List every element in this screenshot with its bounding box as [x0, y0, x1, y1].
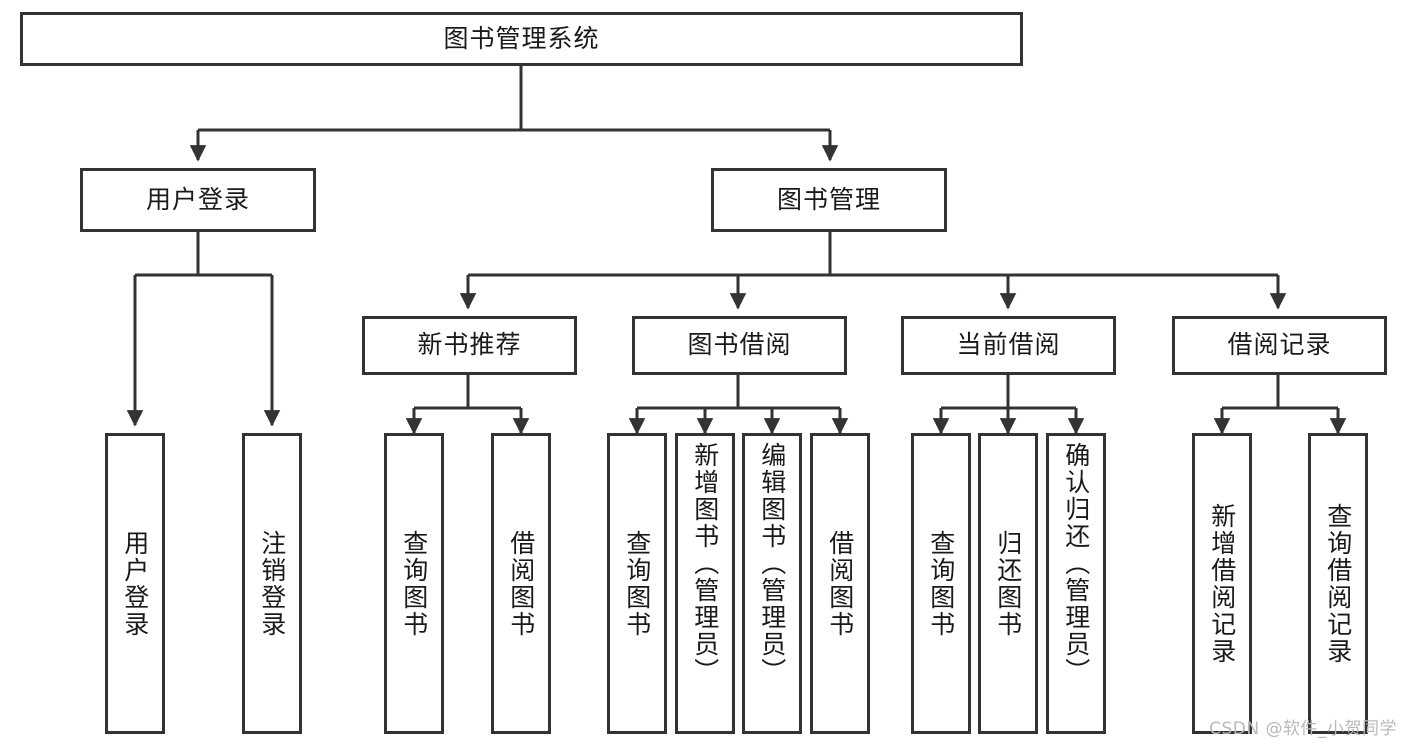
node-new-book-recommend[interactable]: 新书推荐: [362, 316, 577, 375]
leaf-user-login-logout-label: 注销登录: [257, 529, 287, 638]
leaf-record-query-record[interactable]: 查询借阅记录: [1308, 433, 1368, 734]
node-root-label: 图书管理系统: [443, 23, 600, 53]
leaf-user-login-login-label: 用户登录: [120, 529, 150, 638]
node-root-system[interactable]: 图书管理系统: [20, 12, 1023, 66]
node-new-book-recommend-label: 新书推荐: [417, 330, 522, 360]
leaf-recommend-query-book-label: 查询图书: [399, 529, 429, 638]
leaf-recommend-borrow-book[interactable]: 借阅图书: [491, 433, 551, 734]
leaf-borrow-edit-book-admin[interactable]: 编辑图书（管理员）: [742, 433, 802, 734]
node-current-borrow[interactable]: 当前借阅: [901, 316, 1116, 375]
leaf-current-confirm-return-admin[interactable]: 确认归还（管理员）: [1046, 433, 1106, 734]
node-book-borrow-label: 图书借阅: [687, 330, 792, 360]
leaf-recommend-query-book[interactable]: 查询图书: [384, 433, 444, 734]
leaf-borrow-query-book[interactable]: 查询图书: [607, 433, 667, 734]
leaf-record-add-record-label: 新增借阅记录: [1207, 502, 1237, 665]
node-book-borrow[interactable]: 图书借阅: [632, 316, 847, 375]
leaf-borrow-borrow-book[interactable]: 借阅图书: [810, 433, 870, 734]
leaf-user-login-logout[interactable]: 注销登录: [242, 433, 302, 734]
leaf-borrow-edit-book-admin-label: 编辑图书（管理员）: [757, 442, 787, 685]
leaf-current-confirm-return-admin-label: 确认归还（管理员）: [1061, 442, 1091, 685]
node-user-login-label: 用户登录: [145, 184, 250, 214]
node-book-management[interactable]: 图书管理: [711, 168, 947, 232]
leaf-recommend-borrow-book-label: 借阅图书: [506, 529, 536, 638]
leaf-record-add-record[interactable]: 新增借阅记录: [1192, 433, 1252, 734]
node-user-login[interactable]: 用户登录: [80, 168, 316, 232]
node-book-management-label: 图书管理: [776, 184, 881, 214]
leaf-borrow-add-book-admin[interactable]: 新增图书（管理员）: [675, 433, 735, 734]
leaf-borrow-add-book-admin-label: 新增图书（管理员）: [690, 442, 720, 685]
node-current-borrow-label: 当前借阅: [956, 330, 1061, 360]
leaf-current-query-book-label: 查询图书: [926, 529, 956, 638]
leaf-current-query-book[interactable]: 查询图书: [911, 433, 971, 734]
csdn-watermark: CSDN @软件_小贺同学: [1209, 719, 1397, 739]
leaf-borrow-query-book-label: 查询图书: [622, 529, 652, 638]
leaf-record-query-record-label: 查询借阅记录: [1323, 502, 1353, 665]
leaf-current-return-book[interactable]: 归还图书: [978, 433, 1038, 734]
node-borrow-record-label: 借阅记录: [1227, 330, 1332, 360]
leaf-borrow-borrow-book-label: 借阅图书: [825, 529, 855, 638]
leaf-user-login-login[interactable]: 用户登录: [105, 433, 165, 734]
node-borrow-record[interactable]: 借阅记录: [1172, 316, 1387, 375]
leaf-current-return-book-label: 归还图书: [993, 529, 1023, 638]
